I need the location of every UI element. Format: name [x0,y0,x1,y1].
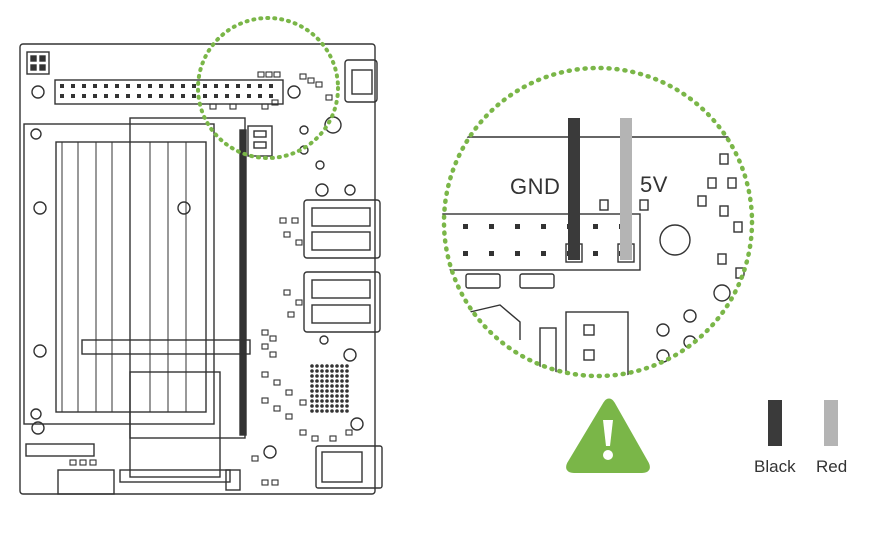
jumper [26,51,50,75]
header-pin [104,94,108,98]
legend-label-black: Black [754,457,796,476]
zoom-pin [541,224,546,229]
usb-port-bottom [303,271,381,333]
header-pin [148,84,152,88]
header-pin [214,84,218,88]
heatsink [23,123,215,425]
bottom-connector [57,469,115,495]
header-pin [71,94,75,98]
zoom-pin [515,251,520,256]
header-pin [104,84,108,88]
board-outline [19,43,376,495]
power-jack [315,445,383,489]
header-pin [203,84,207,88]
zoom-circle [441,65,755,379]
header-pin [82,84,86,88]
zoom-pin [593,251,598,256]
header-pin [269,94,273,98]
mounting-hole [287,85,301,99]
zoom-pin [463,224,468,229]
header-pin [181,94,185,98]
header-pin [93,94,97,98]
header-pin [192,94,196,98]
wire-red [620,118,632,260]
gnd-label: GND [510,174,561,199]
mounting-hole [31,421,45,435]
mounting-hole [31,85,45,99]
header-pin [115,94,119,98]
header-pin [93,84,97,88]
header-pin [60,94,64,98]
zoom-pin [489,251,494,256]
header-pin [192,84,196,88]
header-pin [137,94,141,98]
header-pin [159,84,163,88]
zoom-pin [489,224,494,229]
zoom-pin [463,251,468,256]
hdmi-port [344,59,378,103]
header-pin [258,94,262,98]
legend-label-red: Red [816,457,848,476]
highlight-circle [196,16,340,160]
legend-swatch-black [768,400,782,446]
warning-icon [566,398,650,473]
zoom-pin [541,251,546,256]
header-pin [137,84,141,88]
header-pin [225,84,229,88]
zoom-pin [515,224,520,229]
bottom-header [25,443,95,457]
usb-port-top [303,199,381,259]
header-pin [236,84,240,88]
header-pin [181,84,185,88]
legend-swatch-red [824,400,838,446]
header-pin [126,84,130,88]
header-pin [126,94,130,98]
header-pin [269,84,273,88]
wire-black [568,118,580,260]
header-pin [225,94,229,98]
header-pin [115,84,119,88]
header-pin [71,84,75,88]
header-pin [60,84,64,88]
zoom-header [442,213,641,271]
header-pin [170,84,174,88]
header-pin [214,94,218,98]
header-pin [258,84,262,88]
header-pin [247,94,251,98]
header-pin [148,94,152,98]
mounting-hole [350,417,364,431]
header-pin [170,94,174,98]
header-pin [236,94,240,98]
module-edge [81,339,251,355]
zoom-pin [593,224,598,229]
camera-ribbon [129,371,221,478]
gpio-header [54,79,284,105]
header-pin [159,94,163,98]
header-pin [203,94,207,98]
header-pin [247,84,251,88]
header-pin [82,94,86,98]
5v-label: 5V [640,172,668,197]
